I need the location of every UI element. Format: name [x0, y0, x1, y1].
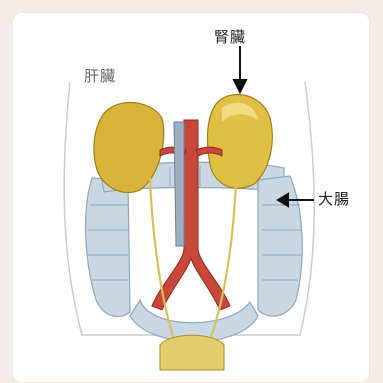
kidney-label: 腎臟	[214, 26, 246, 47]
liver-label: 肝臟	[84, 65, 116, 86]
aorta-and-iliac-arteries	[152, 120, 230, 310]
vena-cava	[174, 122, 184, 246]
bladder	[160, 335, 224, 370]
large-intestine-label: 大腸	[318, 188, 350, 209]
